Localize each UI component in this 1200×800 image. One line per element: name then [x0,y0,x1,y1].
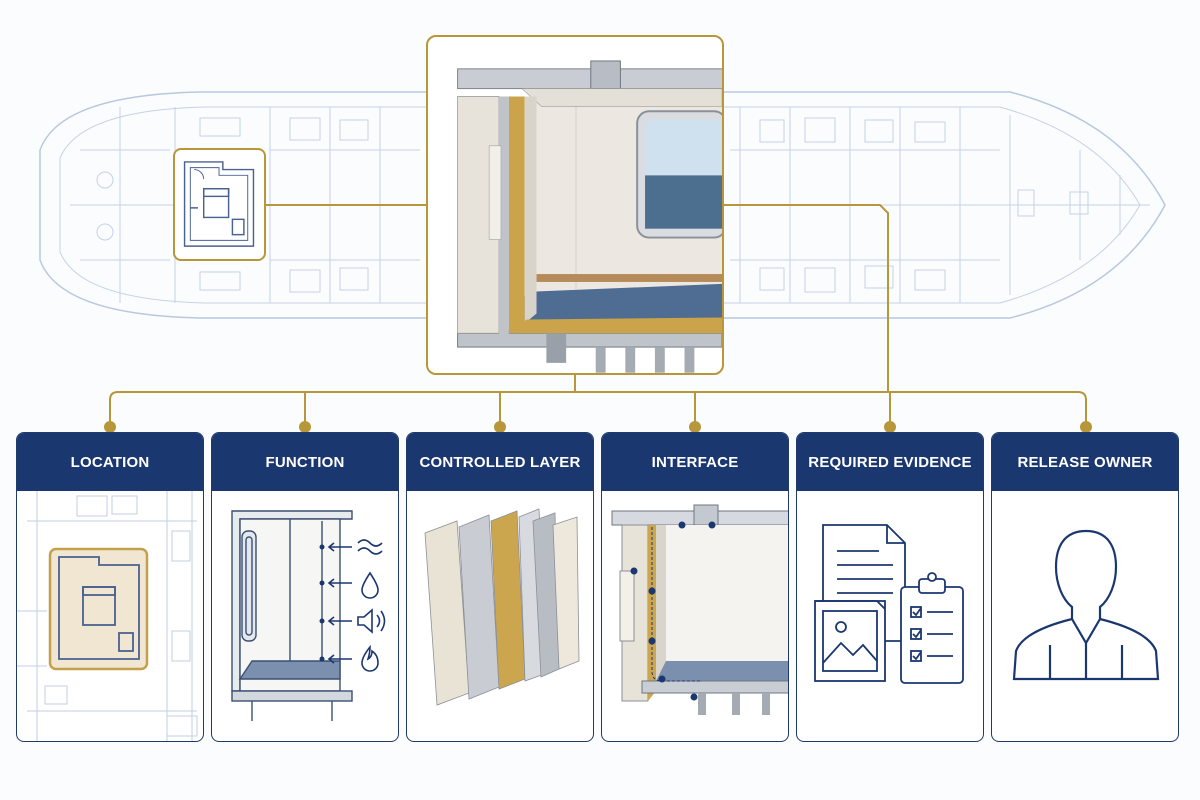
card-release-owner[interactable]: RELEASE OWNER [991,432,1179,742]
card-required-evidence[interactable]: REQUIRED EVIDENCE [796,432,984,742]
cabin-cutaway [457,60,722,373]
interface-section-icon [611,504,788,715]
card-title: LOCATION [17,433,203,491]
card-title: CONTROLLED LAYER [407,433,593,491]
image-icon [814,600,886,682]
card-controlled-layer[interactable]: CONTROLLED LAYER [406,432,594,742]
person-icon [1012,529,1160,681]
card-interface[interactable]: INTERFACE [601,432,789,742]
function-diagram [231,510,386,721]
fire-icon [361,644,379,672]
cabin-cutaway-panel[interactable] [426,35,724,375]
wind-icon [357,539,383,555]
card-function[interactable]: FUNCTION [211,432,399,742]
card-location[interactable]: LOCATION [16,432,204,742]
water-drop-icon [361,571,379,599]
cabin-plan-icon [183,161,255,247]
card-title: INTERFACE [602,433,788,491]
card-title: RELEASE OWNER [992,433,1178,491]
card-title: REQUIRED EVIDENCE [797,433,983,491]
layer-panels-icon [424,508,580,706]
location-plan-icon [17,491,198,741]
checklist-clipboard-icon [900,572,964,684]
cabin-location-thumbnail[interactable] [173,148,266,261]
speaker-icon [357,608,386,634]
card-title: FUNCTION [212,433,398,491]
evidence-icons [814,524,964,684]
